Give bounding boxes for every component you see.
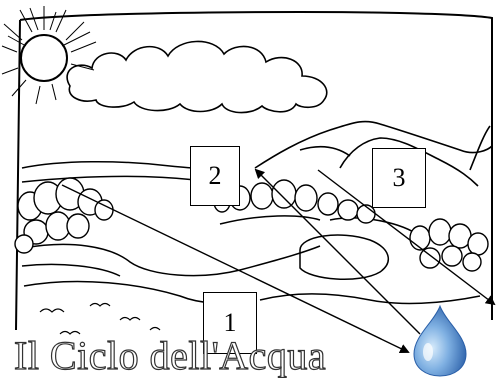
water-ripples [40, 304, 160, 335]
sun [2, 6, 96, 104]
label-box-2: 2 [190, 146, 240, 206]
label-3-text: 3 [393, 163, 406, 193]
page-title: Il Ciclo dell'Acqua [14, 336, 498, 376]
trees-left [15, 178, 113, 253]
cloud [67, 41, 327, 112]
label-2-text: 2 [209, 161, 222, 191]
trees-right [410, 219, 488, 271]
label-box-3: 3 [372, 148, 426, 208]
